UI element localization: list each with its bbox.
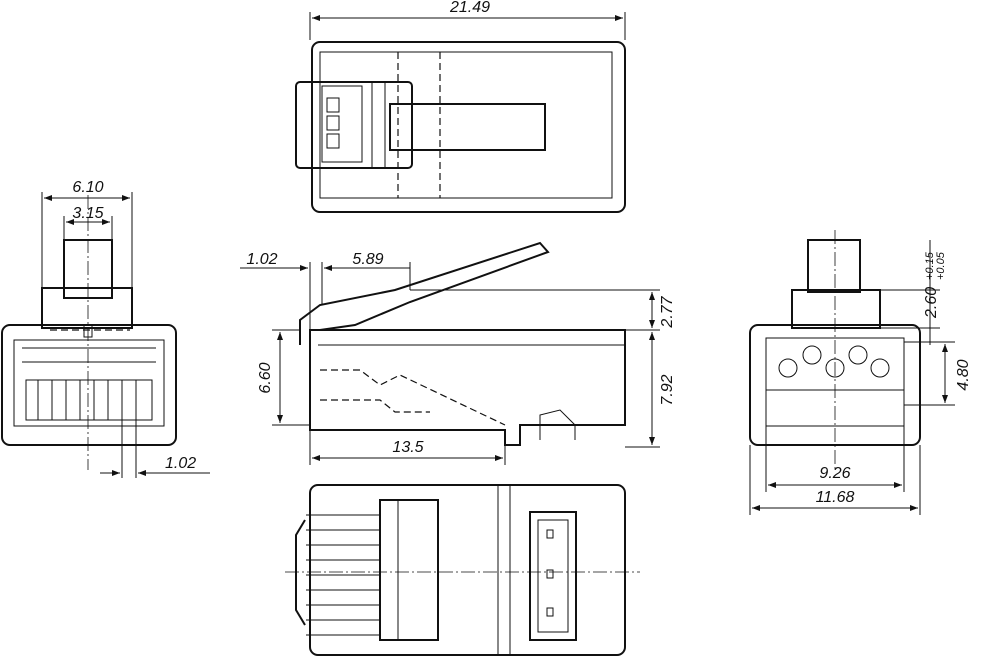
dim-latch-projection: 2.60 — [923, 287, 940, 319]
dim-front-width: 6.10 — [72, 179, 103, 196]
top-view: 21.49 — [295, 0, 626, 213]
dim-top-length: 21.49 — [449, 0, 490, 16]
front-view: 6.10 3.15 1.02 — [1, 179, 210, 478]
dim-body-height: 6.60 — [257, 362, 274, 393]
dim-latch-height: 2.77 — [659, 295, 676, 328]
contact-pins — [25, 379, 153, 421]
dim-latch-tol-upper: +0.15 — [924, 251, 936, 280]
dim-latch-width: 3.15 — [72, 205, 103, 222]
rear-view: 2.60 +0.15 +0.05 4.80 9.26 11.68 — [749, 230, 972, 515]
dim-total-height: 7.92 — [659, 374, 676, 405]
dim-latch-tol-lower: +0.05 — [935, 251, 947, 280]
contact-blades — [306, 514, 380, 636]
dim-latch-length: 5.89 — [352, 251, 383, 268]
dim-side-offset: 1.02 — [246, 251, 277, 268]
bottom-view — [285, 484, 640, 656]
dim-outer-width: 11.68 — [816, 489, 855, 506]
dim-body-length: 13.5 — [392, 439, 423, 456]
side-view: 1.02 5.89 2.77 7.92 6.60 13.5 — [240, 241, 676, 465]
dim-inner-width: 9.26 — [819, 465, 850, 482]
dim-pin-pitch: 1.02 — [165, 455, 196, 472]
dim-contact-height: 4.80 — [955, 359, 972, 390]
